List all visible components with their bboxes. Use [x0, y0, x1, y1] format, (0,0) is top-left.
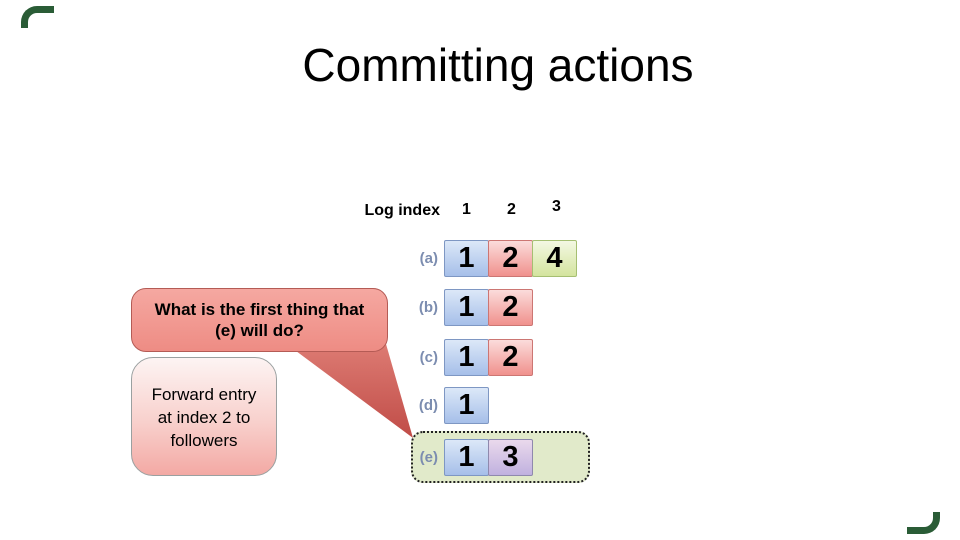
log-cell: 1: [444, 387, 489, 424]
speech-bubble-tail: [292, 344, 413, 438]
answer-line-1: Forward entry: [151, 385, 257, 404]
row-label-e: (e): [419, 449, 438, 466]
log-cell: 1: [444, 439, 489, 476]
log-cell: 1: [444, 289, 489, 326]
corner-decoration-top-left-icon: [21, 6, 54, 28]
row-label-b: (b): [418, 299, 438, 316]
log-cells-c: 1 2: [444, 339, 533, 376]
question-bubble: What is the first thing that (e) will do…: [131, 288, 388, 352]
row-label-d: (d): [418, 397, 438, 414]
corner-decoration-bottom-right-icon: [907, 512, 940, 534]
question-line-2: (e) will do?: [215, 321, 304, 340]
log-cells-b: 1 2: [444, 289, 533, 326]
answer-line-2: at index 2 to: [157, 408, 251, 427]
log-cell: 1: [444, 339, 489, 376]
log-index-label: Log index: [364, 202, 440, 219]
log-cells-e: 1 3: [444, 439, 533, 476]
log-cell: 2: [488, 289, 533, 326]
answer-line-3: followers: [170, 431, 238, 450]
column-header-2: 2: [507, 201, 516, 218]
log-cell: 4: [532, 240, 577, 277]
column-header-1: 1: [462, 201, 471, 218]
log-cell: 3: [488, 439, 533, 476]
log-cell: 1: [444, 240, 489, 277]
row-label-c: (c): [419, 349, 438, 366]
row-label-a: (a): [419, 250, 438, 267]
log-cell: 2: [488, 240, 533, 277]
slide-title: Committing actions: [302, 39, 694, 91]
answer-box: Forward entry at index 2 to followers: [131, 357, 277, 476]
log-cell: 2: [488, 339, 533, 376]
question-line-1: What is the first thing that: [154, 300, 365, 319]
column-header-3: 3: [552, 198, 561, 215]
log-cells-d: 1: [444, 387, 489, 424]
log-cells-a: 1 2 4: [444, 240, 577, 277]
